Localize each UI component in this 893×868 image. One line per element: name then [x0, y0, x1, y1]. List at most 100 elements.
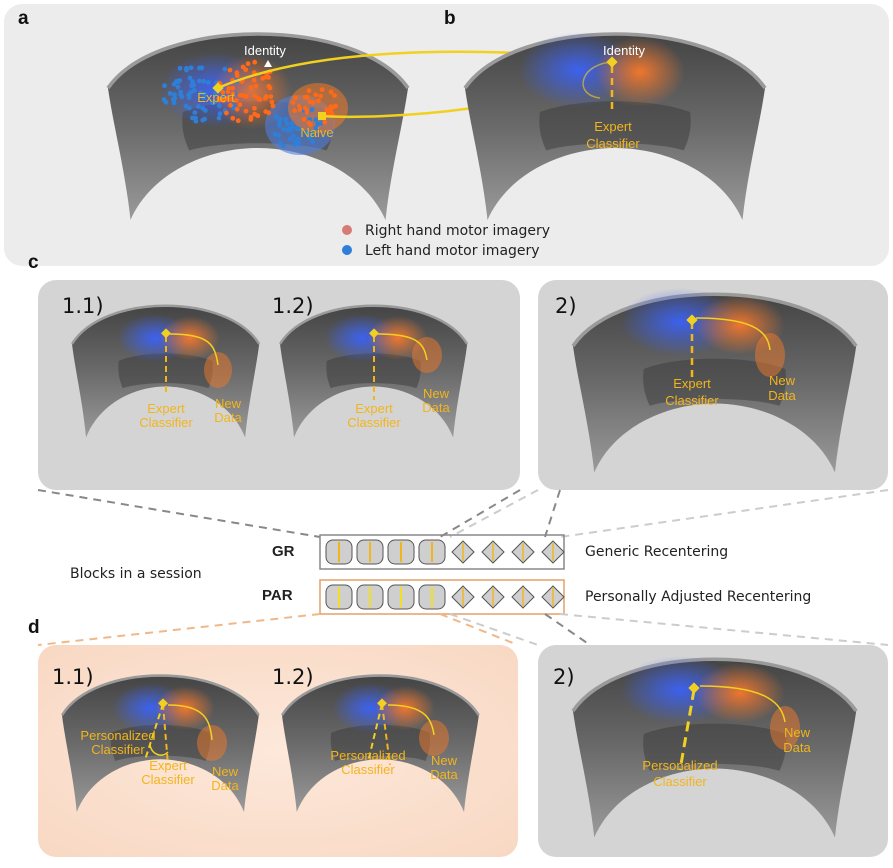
naive-label-a: Naive: [300, 125, 333, 140]
left-hand-point: [290, 121, 295, 126]
right-hand-point: [329, 90, 334, 95]
expert-label-b-line1: Expert: [594, 119, 632, 134]
left-hand-point: [188, 76, 193, 81]
d2-data: Data: [783, 740, 811, 755]
c-connector-right1: [450, 490, 538, 537]
d-connector-right2: [545, 614, 590, 645]
c-connector-mid: [440, 490, 520, 537]
d11-newdata-cloud: [197, 725, 227, 761]
right-hand-point: [244, 109, 249, 114]
left-hand-point: [288, 137, 293, 142]
right-hand-point: [235, 107, 240, 112]
left-hand-point: [192, 110, 197, 115]
left-hand-point: [189, 65, 194, 70]
right-hand-point: [332, 93, 337, 98]
left-hand-point: [178, 66, 183, 71]
legend-right-dot: [342, 225, 352, 235]
legend-left-label: Left hand motor imagery: [365, 243, 540, 259]
left-hand-point: [179, 92, 184, 97]
c2-newdata-cloud: [755, 333, 785, 377]
panel-label-d: d: [28, 617, 40, 638]
c12-data: Data: [422, 400, 450, 415]
left-hand-point: [197, 79, 202, 84]
right-hand-point: [249, 85, 254, 90]
d-step-1-1: 1.1): [52, 665, 94, 689]
c2-classifier: Classifier: [665, 393, 719, 408]
left-hand-point: [285, 121, 290, 126]
c11-classifier: Classifier: [139, 415, 193, 430]
right-hand-point: [270, 100, 275, 105]
par-label: PAR: [262, 587, 293, 604]
left-hand-point: [277, 123, 282, 128]
left-hand-point: [292, 142, 297, 147]
right-hand-point: [236, 118, 241, 123]
left-hand-point: [283, 117, 288, 122]
right-hand-point: [257, 97, 262, 102]
c11-orange: [160, 316, 220, 360]
right-hand-point: [252, 60, 257, 65]
left-hand-point: [200, 106, 205, 111]
right-hand-point: [254, 84, 259, 89]
right-hand-point: [316, 98, 321, 103]
identity-label-b: Identity: [603, 43, 645, 58]
right-hand-point: [322, 120, 327, 125]
left-hand-point: [202, 117, 207, 122]
c11-data: Data: [214, 410, 242, 425]
left-hand-point: [276, 133, 281, 138]
right-hand-point: [266, 84, 271, 89]
expert-label-b-line2: Classifier: [586, 136, 640, 151]
c-step-1-1: 1.1): [62, 294, 104, 318]
right-hand-point: [224, 111, 229, 116]
left-hand-point: [278, 116, 283, 121]
right-hand-point: [292, 108, 297, 113]
left-hand-point: [310, 107, 315, 112]
left-hand-point: [168, 91, 173, 96]
left-hand-point: [184, 66, 189, 71]
d2-new: New: [784, 725, 811, 740]
d2-personalized: Personalized: [642, 758, 717, 773]
d2-orange: [695, 663, 785, 723]
left-hand-point: [189, 83, 194, 88]
right-hand-point: [246, 61, 251, 66]
left-hand-point: [288, 126, 293, 131]
right-hand-point: [264, 94, 269, 99]
d11-personalized: Personalized: [80, 728, 155, 743]
left-hand-point: [222, 67, 227, 72]
c12-classifier: Classifier: [347, 415, 401, 430]
d11-data: Data: [211, 778, 239, 793]
right-hand-point: [263, 109, 268, 114]
right-hand-point: [293, 95, 298, 100]
left-hand-point: [310, 139, 315, 144]
d12-newdata-cloud: [419, 720, 449, 756]
d11-expert-classifier: Classifier: [141, 772, 195, 787]
d12-classifier: Classifier: [341, 762, 395, 777]
left-hand-point: [189, 90, 194, 95]
left-hand-point: [174, 79, 179, 84]
right-hand-point: [255, 113, 260, 118]
d12-new: New: [431, 753, 458, 768]
naive-marker: [318, 112, 326, 120]
panel-label-a: a: [18, 8, 29, 29]
right-hand-point: [303, 95, 308, 100]
right-hand-point: [252, 78, 257, 83]
gr-label: GR: [272, 543, 295, 560]
c11-newdata-cloud: [204, 352, 232, 388]
right-hand-point: [230, 116, 235, 121]
c-step-2: 2): [555, 294, 577, 318]
right-hand-point: [249, 115, 254, 120]
left-hand-point: [217, 116, 222, 121]
d2-classifier: Classifier: [653, 774, 707, 789]
d12-personalized: Personalized: [330, 748, 405, 763]
d-connector-mid: [440, 614, 518, 645]
c2-new: New: [769, 373, 796, 388]
right-hand-point: [302, 117, 307, 122]
left-hand-point: [187, 106, 192, 111]
d11-expert: Expert: [149, 758, 187, 773]
left-hand-point: [187, 95, 192, 100]
right-hand-point: [307, 88, 312, 93]
left-hand-point: [162, 83, 167, 88]
right-hand-point: [242, 93, 247, 98]
right-hand-point: [318, 94, 323, 99]
